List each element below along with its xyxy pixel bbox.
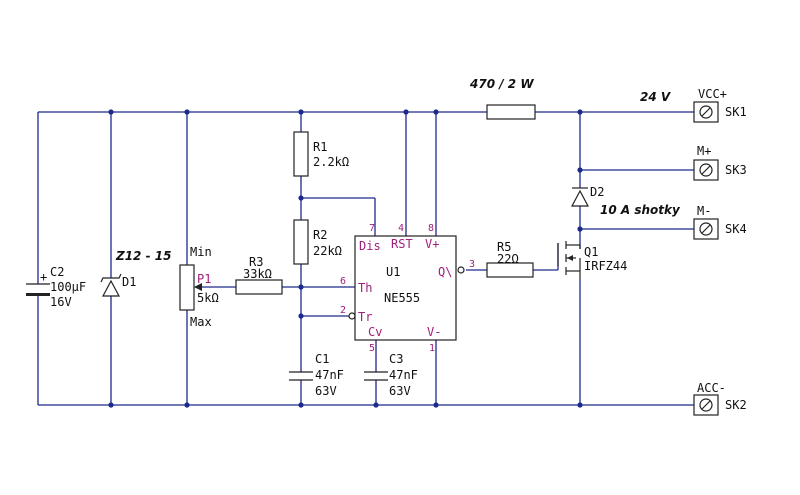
u1-num-rst: 4 bbox=[398, 223, 404, 234]
resistor-r1: R1 2.2kΩ bbox=[293, 131, 349, 177]
capacitor-c3: C3 47nF 63V bbox=[364, 352, 418, 398]
p1-value: 5kΩ bbox=[197, 291, 219, 305]
r5-value: 22Ω bbox=[497, 252, 519, 266]
r5-ref: R5 bbox=[497, 240, 511, 254]
schottky-note: 10 A shotky bbox=[600, 203, 681, 217]
u1-num-th: 6 bbox=[340, 276, 346, 287]
voltage-note: 24 V bbox=[640, 90, 672, 104]
schottky-diode-d2: D2 10 A shotky bbox=[571, 185, 681, 217]
sk1-ref: SK1 bbox=[725, 105, 747, 119]
zener-diode-d1: D1 Z12 - 15 bbox=[100, 249, 171, 297]
r3-value: 33kΩ bbox=[243, 267, 272, 281]
c3-ref: C3 bbox=[389, 352, 403, 366]
sk2-ref: SK2 bbox=[725, 398, 747, 412]
c3-value: 47nF bbox=[389, 368, 418, 382]
c2-value: 100µF bbox=[50, 280, 86, 294]
u1-part: NE555 bbox=[384, 291, 420, 305]
c3-rating: 63V bbox=[389, 384, 411, 398]
c2-plus: + bbox=[40, 270, 47, 284]
connector-sk4: M- SK4 bbox=[693, 204, 747, 240]
u1-pin-rst: RST bbox=[391, 237, 413, 251]
d1-ref: D1 bbox=[122, 275, 136, 289]
c1-rating: 63V bbox=[315, 384, 337, 398]
sk3-label: M+ bbox=[697, 144, 711, 158]
resistor-470: 470 / 2 W bbox=[469, 77, 536, 120]
connector-sk1: VCC+ SK1 bbox=[693, 87, 747, 123]
u1-pin-gnd: V- bbox=[427, 325, 441, 339]
p1-ref: P1 bbox=[197, 272, 211, 286]
u1-num-cv: 5 bbox=[369, 343, 375, 354]
u1-pin-cv: Cv bbox=[368, 325, 382, 339]
sk1-label: VCC+ bbox=[698, 87, 727, 101]
c2-ref: C2 bbox=[50, 265, 64, 279]
r1-value: 2.2kΩ bbox=[313, 155, 349, 169]
r1-ref: R1 bbox=[313, 140, 327, 154]
u1-num-q: 3 bbox=[469, 259, 475, 270]
u1-num-dis: 7 bbox=[369, 223, 375, 234]
p1-min: Min bbox=[190, 245, 212, 259]
sk4-label: M- bbox=[697, 204, 711, 218]
resistor-r5: R5 22Ω bbox=[486, 240, 534, 278]
resistor-r3: R3 33kΩ bbox=[235, 255, 283, 295]
resistor-r2: R2 22kΩ bbox=[293, 219, 342, 265]
sk3-ref: SK3 bbox=[725, 163, 747, 177]
u1-num-tr: 2 bbox=[340, 305, 346, 316]
mosfet-q1: Q1 IRFZ44 bbox=[557, 241, 627, 279]
capacitor-c2: + C2 100µF 16V bbox=[26, 265, 86, 309]
r3-ref: R3 bbox=[249, 255, 263, 269]
q1-ref: Q1 bbox=[584, 245, 598, 259]
capacitor-c1: C1 47nF 63V bbox=[289, 352, 344, 398]
sk2-label: ACC- bbox=[697, 381, 726, 395]
u1-pin-vcc: V+ bbox=[425, 237, 439, 251]
u1-pin-q: Q\ bbox=[438, 265, 452, 279]
resistor-470-note: 470 / 2 W bbox=[469, 77, 534, 91]
u1-pin-th: Th bbox=[358, 281, 372, 295]
u1-num-gnd: 1 bbox=[429, 343, 435, 354]
u1-num-vcc: 8 bbox=[428, 223, 434, 234]
u1-pin-tr: Tr bbox=[358, 310, 372, 324]
r2-ref: R2 bbox=[313, 228, 327, 242]
connector-sk3: M+ SK3 bbox=[693, 144, 747, 181]
u1-ref: U1 bbox=[386, 265, 400, 279]
potentiometer-p1: Min P1 5kΩ Max bbox=[179, 245, 219, 329]
c2-rating: 16V bbox=[50, 295, 72, 309]
q1-part: IRFZ44 bbox=[584, 259, 627, 273]
zener-note: Z12 - 15 bbox=[115, 249, 171, 263]
sk4-ref: SK4 bbox=[725, 222, 747, 236]
p1-max: Max bbox=[190, 315, 212, 329]
r2-value: 22kΩ bbox=[313, 244, 342, 258]
connector-sk2: ACC- SK2 bbox=[693, 381, 747, 416]
ic-u1-ne555: Dis RST V+ Th Tr Cv V- Q\ U1 NE555 7 4 8… bbox=[340, 223, 475, 354]
c1-ref: C1 bbox=[315, 352, 329, 366]
c1-value: 47nF bbox=[315, 368, 344, 382]
d2-ref: D2 bbox=[590, 185, 604, 199]
junctions bbox=[108, 109, 583, 408]
u1-pin-dis: Dis bbox=[359, 239, 381, 253]
